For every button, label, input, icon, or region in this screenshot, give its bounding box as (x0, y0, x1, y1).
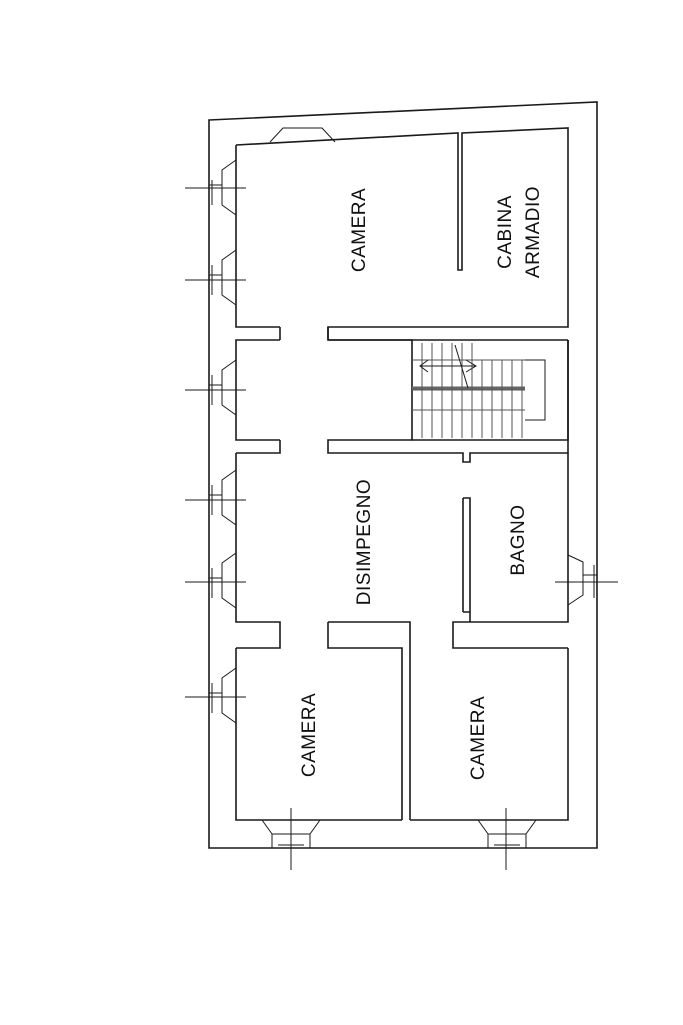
label-cabina-armadio-line1: CABINA (495, 195, 516, 269)
window-icon (477, 808, 537, 870)
label-camera-bottom-left: CAMERA (299, 693, 320, 777)
left-windows (185, 159, 246, 724)
window-icon (185, 667, 246, 724)
window-icon (185, 249, 246, 306)
label-camera-top: CAMERA (349, 188, 370, 272)
label-disimpegno: DISIMPEGNO (354, 479, 375, 605)
bagno-wall (452, 453, 569, 649)
window-icon (185, 159, 246, 216)
camera-top-wall (235, 127, 569, 341)
window-icon (185, 469, 246, 526)
stair-wall (327, 327, 569, 463)
stair-wall-right (412, 340, 569, 441)
disimpegno-wall (235, 453, 281, 649)
window-icon (185, 359, 246, 416)
staircase (412, 343, 546, 438)
window-icon (261, 808, 321, 870)
label-bagno: BAGNO (508, 504, 529, 575)
camera-bottom-right-wall (410, 648, 569, 821)
outer-wall (208, 101, 598, 849)
bottom-windows (261, 808, 537, 870)
label-camera-bottom-right: CAMERA (468, 696, 489, 780)
window-icon (185, 552, 246, 609)
camera-bottom-left-wall (235, 648, 402, 821)
corridor-lower-wall (327, 621, 411, 820)
stair-arrow-icon (419, 344, 477, 389)
top-bay (269, 127, 336, 143)
label-cabina-armadio-line2: ARMADIO (523, 186, 544, 278)
right-window-icon (555, 554, 618, 606)
